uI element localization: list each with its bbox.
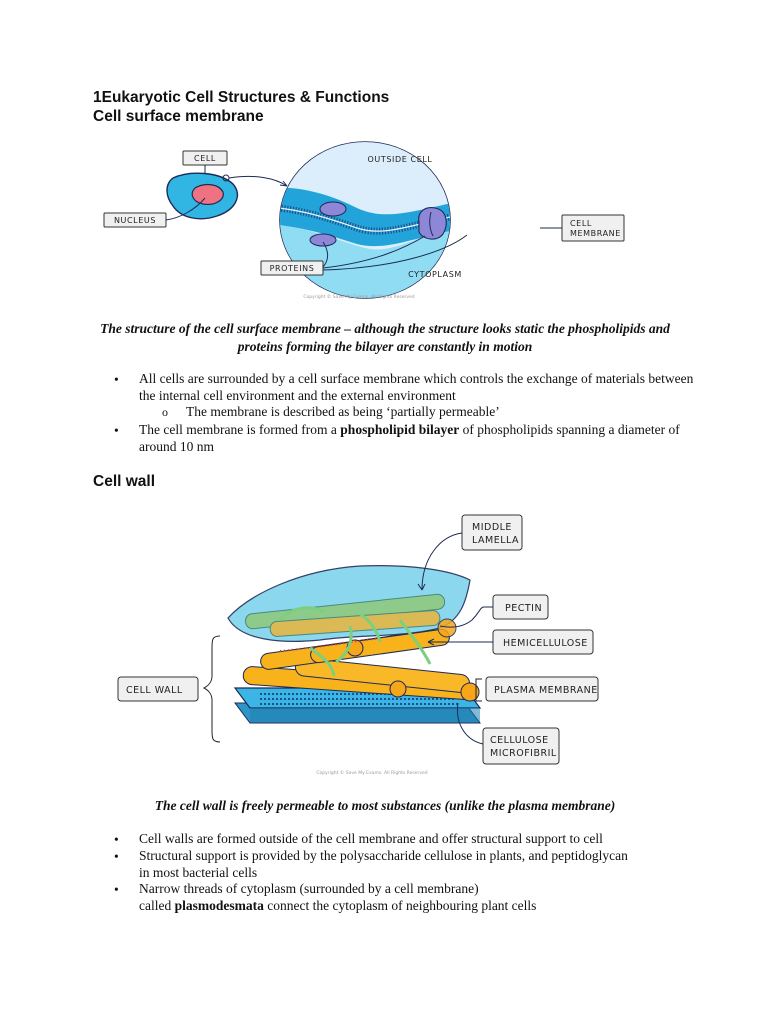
label-pectin: PECTIN	[493, 595, 548, 619]
label-cell-wall: CELL WALL	[118, 677, 198, 701]
small-nucleus	[192, 185, 223, 205]
svg-text:CELL: CELL	[570, 219, 592, 228]
bold-term: plasmodesmata	[175, 898, 264, 913]
figure1-caption: The structure of the cell surface membra…	[90, 320, 680, 356]
bullet-text: Cell walls are formed outside of the cel…	[139, 831, 699, 848]
bullet-text: The cell membrane is formed from a phosp…	[139, 422, 699, 455]
svg-text:HEMICELLULOSE: HEMICELLULOSE	[503, 638, 588, 649]
sub-bullet-marker: o	[162, 404, 168, 421]
protein-top	[320, 202, 346, 216]
svg-text:MEMBRANE: MEMBRANE	[570, 229, 621, 238]
section-heading-cell-surface-membrane: Cell surface membrane	[93, 107, 264, 126]
label-cytoplasm: CYTOPLASM	[408, 270, 462, 279]
sub-bullet-text: The membrane is described as being ‘part…	[186, 404, 706, 421]
svg-text:PLASMA MEMBRANE: PLASMA MEMBRANE	[494, 685, 598, 696]
svg-text:MIDDLE: MIDDLE	[472, 522, 512, 533]
label-cell-membrane: CELL MEMBRANE	[562, 215, 624, 241]
protein-right	[466, 227, 494, 237]
bullet-text: Narrow threads of cytoplasm (surrounded …	[139, 881, 699, 914]
figure1-copyright: Copyright © Save My Exams. All Rights Re…	[303, 293, 414, 300]
cell-wall-bracket	[204, 636, 220, 742]
bullet-marker: •	[114, 832, 119, 849]
svg-text:CELLULOSE: CELLULOSE	[490, 735, 549, 746]
label-nucleus: NUCLEUS	[104, 213, 166, 227]
bold-term: phospholipid bilayer	[340, 422, 459, 437]
svg-text:PECTIN: PECTIN	[505, 603, 542, 614]
svg-text:LAMELLA: LAMELLA	[472, 535, 519, 546]
label-proteins: PROTEINS	[261, 261, 323, 275]
label-middle-lamella: MIDDLE LAMELLA	[462, 515, 522, 550]
label-cellulose-microfibril: CELLULOSE MICROFIBRIL	[483, 728, 559, 764]
bullet-text: All cells are surrounded by a cell surfa…	[139, 371, 699, 404]
bullet-marker: •	[114, 882, 119, 899]
cell-wall-diagram: MIDDLE LAMELLA PECTIN HEMICELLULOSE CELL…	[110, 508, 610, 778]
label-plasma-membrane: PLASMA MEMBRANE	[476, 677, 598, 701]
figure2-copyright: Copyright © Save My Exams. All Rights Re…	[316, 769, 427, 776]
section-heading-cell-wall: Cell wall	[93, 472, 155, 491]
document-title: 1Eukaryotic Cell Structures & Functions	[93, 88, 389, 107]
label-cell: CELL	[183, 151, 227, 165]
figure2-caption: The cell wall is freely permeable to mos…	[90, 797, 680, 815]
svg-text:NUCLEUS: NUCLEUS	[114, 216, 156, 225]
label-hemicellulose: HEMICELLULOSE	[493, 630, 593, 654]
svg-text:PROTEINS: PROTEINS	[270, 264, 315, 273]
svg-text:CELL: CELL	[194, 154, 216, 163]
bullet-marker: •	[114, 423, 119, 440]
bullet-marker: •	[114, 849, 119, 866]
protein-left	[310, 234, 336, 246]
bullet-marker: •	[114, 372, 119, 389]
bullet-text: Structural support is provided by the po…	[139, 848, 639, 881]
svg-text:CELL WALL: CELL WALL	[126, 685, 183, 696]
svg-text:MICROFIBRIL: MICROFIBRIL	[490, 748, 557, 759]
label-outside-cell: OUTSIDE CELL	[368, 155, 433, 164]
cell-membrane-diagram: CELL NUCLEUS	[95, 140, 640, 305]
